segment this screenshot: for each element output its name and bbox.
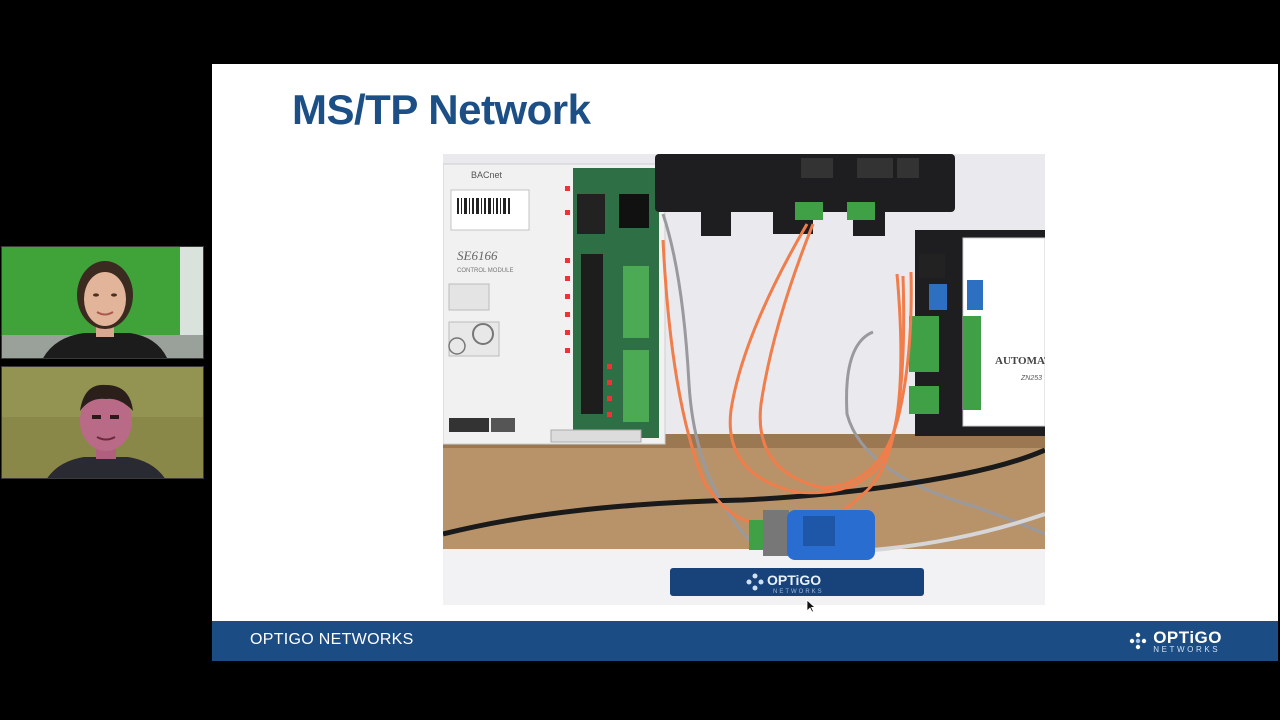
ms-tp-network-photo: BACnet SE6166 CONTROL MODULE bbox=[443, 154, 1045, 605]
slide-footer: OPTIGO NETWORKS OPTiGO NETWORKS bbox=[212, 621, 1278, 661]
controller-board-right: AUTOMATED ZN253 bbox=[909, 230, 1045, 436]
mstp-router-device bbox=[655, 154, 955, 236]
optigo-logo: OPTiGO NETWORKS bbox=[1129, 627, 1222, 655]
usb-serial-adapter bbox=[749, 510, 875, 560]
participant-video-2[interactable] bbox=[1, 366, 204, 479]
nameplate-sub-text: NETWORKS bbox=[773, 589, 824, 595]
slide-photo: BACnet SE6166 CONTROL MODULE bbox=[443, 154, 1045, 605]
footer-company-text: OPTIGO NETWORKS bbox=[250, 631, 414, 648]
board-model-label: SE6166 bbox=[457, 248, 498, 263]
participant-video-1[interactable] bbox=[1, 246, 204, 359]
shared-screen-slide: MS/TP Network bbox=[212, 64, 1278, 661]
optigo-nameplate: OPTiGO NETWORKS bbox=[670, 568, 924, 596]
footer-logo-subtext: NETWORKS bbox=[1153, 644, 1221, 654]
participant-video-feed bbox=[2, 247, 203, 358]
nameplate-logo-text: OPTiGO bbox=[767, 572, 821, 588]
slide-title: MS/TP Network bbox=[292, 86, 591, 133]
mouse-cursor-icon bbox=[806, 599, 816, 613]
board-model-label: ZN253 bbox=[1020, 375, 1042, 382]
board-brand-label: AUTOMATED bbox=[995, 355, 1045, 367]
footer-logo-text: OPTiGO bbox=[1153, 627, 1222, 647]
board-brand-label: BACnet bbox=[471, 170, 503, 180]
controller-board-left: BACnet SE6166 CONTROL MODULE bbox=[443, 163, 666, 445]
board-subtitle-label: CONTROL MODULE bbox=[457, 268, 513, 274]
participant-video-feed bbox=[2, 367, 203, 478]
optigo-logo-icon bbox=[1129, 632, 1147, 650]
